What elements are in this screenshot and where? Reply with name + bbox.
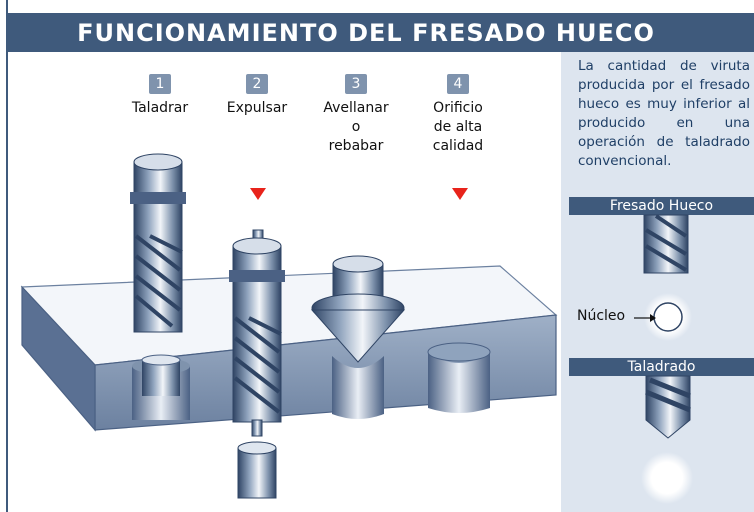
core-label: Núcleo (577, 308, 625, 324)
step-label: Expulsar (226, 100, 288, 116)
hole-countersink (332, 356, 384, 419)
twist-drill-detail (645, 375, 691, 439)
hole-core-1 (132, 354, 190, 420)
step-label: Avellanar o rebabar (323, 100, 389, 154)
title-bar: FUNCIONAMIENTO DEL FRESADO HUECO (8, 13, 754, 52)
section-header-drill: Taladrado (569, 358, 754, 376)
step-number: 3 (345, 74, 367, 94)
arrow-marker-icon (452, 188, 468, 200)
page-title: FUNCIONAMIENTO DEL FRESADO HUECO (77, 18, 655, 47)
countersink-tool (310, 255, 406, 363)
hollow-cutter-1 (130, 153, 186, 333)
hollow-cutter-2-ejector (229, 229, 285, 499)
step-2: 2 Expulsar (212, 74, 302, 118)
core-circle (644, 293, 692, 341)
core-label-text: Núcleo (577, 308, 626, 324)
step-3: 3 Avellanar o rebabar (311, 74, 401, 156)
core-pointer-arrow-icon (634, 314, 656, 322)
side-panel (561, 52, 754, 512)
section-header-hollow: Fresado Hueco (569, 197, 754, 215)
hole-finished (427, 342, 491, 413)
step-4: 4 Orificio de alta calidad (413, 74, 503, 156)
arrow-marker-icon (250, 188, 266, 200)
section-header-label: Fresado Hueco (609, 198, 714, 214)
step-number: 1 (149, 74, 171, 94)
step-1: 1 Taladrar (115, 74, 205, 118)
step-number: 2 (246, 74, 268, 94)
frame-border (6, 0, 8, 512)
step-label: Orificio de alta calidad (432, 100, 484, 154)
drill-chip-circle (641, 452, 693, 504)
info-text: La cantidad de viruta producida por el f… (578, 58, 750, 169)
step-number: 4 (447, 74, 469, 94)
step-label: Taladrar (131, 100, 189, 116)
hollow-cutter-detail (643, 214, 689, 274)
section-header-label: Taladrado (627, 359, 696, 375)
